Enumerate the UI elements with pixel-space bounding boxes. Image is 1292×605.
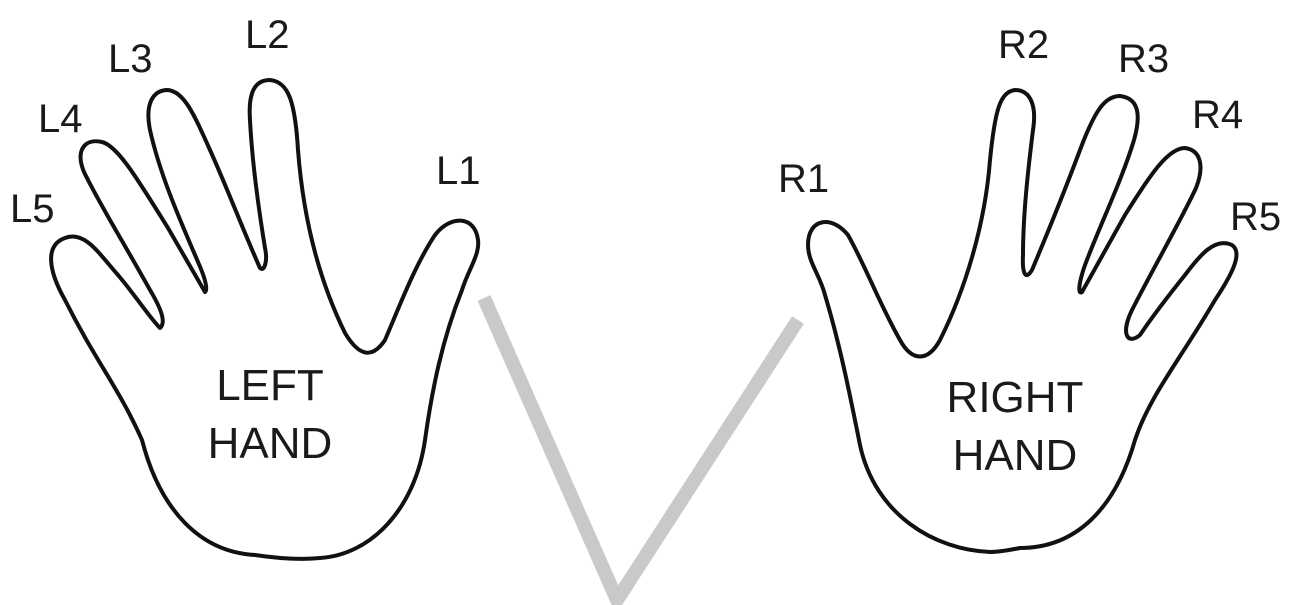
right-hand: R1 R2 R3 R4 R5 RIGHT HAND <box>778 23 1281 552</box>
watermark-v <box>484 298 798 600</box>
right-hand-outline <box>808 90 1237 552</box>
finger-label-l1: L1 <box>436 149 481 193</box>
left-hand-outline <box>51 80 478 559</box>
right-hand-name-line1: RIGHT <box>947 373 1084 422</box>
finger-label-l3: L3 <box>108 37 153 81</box>
finger-label-l5: L5 <box>10 187 55 231</box>
right-hand-name-line2: HAND <box>953 431 1078 480</box>
finger-label-r5: R5 <box>1230 195 1281 239</box>
finger-label-r2: R2 <box>998 23 1049 67</box>
left-hand-name-line2: HAND <box>208 419 333 468</box>
left-hand: L1 L2 L3 L4 L5 LEFT HAND <box>10 13 481 559</box>
finger-label-r4: R4 <box>1192 93 1243 137</box>
finger-label-l2: L2 <box>245 13 290 57</box>
finger-label-l4: L4 <box>38 97 83 141</box>
finger-label-r1: R1 <box>778 157 829 201</box>
left-hand-name-line1: LEFT <box>216 361 324 410</box>
finger-label-r3: R3 <box>1118 37 1169 81</box>
